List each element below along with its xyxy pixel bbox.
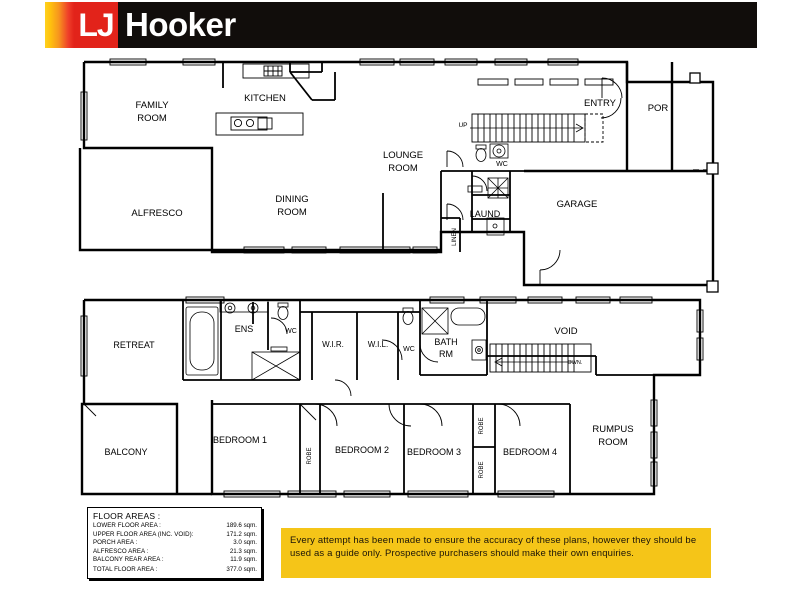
- floor-area-value: 11.9 sqm.: [230, 556, 257, 564]
- room-label-wc-ensuite: WC: [285, 328, 297, 335]
- room-label-entry: ENTRY: [584, 98, 617, 109]
- brand-header-bar: LJ Hooker: [45, 2, 757, 48]
- floor-area-row-total: TOTAL FLOOR AREA : 377.0 sqm.: [93, 566, 257, 575]
- room-label-ensuite: ENS: [235, 324, 254, 334]
- floor-area-row: PORCH AREA : 3.0 sqm.: [93, 539, 257, 548]
- upper-floor-inner-walls: [182, 300, 700, 494]
- upper-staircase: [489, 343, 592, 373]
- floor-area-value: 377.0 sqm.: [226, 566, 257, 574]
- disclaimer-banner: Every attempt has been made to ensure th…: [281, 528, 711, 578]
- room-label-rumpus-room-2: ROOM: [598, 437, 628, 448]
- room-label-family-room-2: ROOM: [137, 113, 167, 124]
- floor-area-label: BALCONY REAR AREA :: [93, 556, 164, 564]
- lower-wc-fixtures: [475, 143, 509, 162]
- room-label-bedroom-1: BEDROOM 1: [213, 435, 267, 445]
- room-label-wir: W.I.R.: [322, 340, 344, 349]
- room-label-balcony: BALCONY: [104, 447, 147, 457]
- room-label-family-room: FAMILY: [135, 100, 169, 111]
- room-label-void: VOID: [554, 326, 577, 337]
- floor-area-value: 171.2 sqm.: [226, 530, 257, 538]
- upper-floor-walls: [80, 298, 702, 496]
- lj-monogram-icon: LJ: [78, 6, 114, 43]
- floor-area-value: 189.6 sqm.: [226, 522, 257, 529]
- brand-wordmark: Hooker: [125, 6, 236, 43]
- floor-area-row: LOWER FLOOR AREA : 189.6 sqm.: [93, 522, 257, 531]
- room-label-rumpus-room: RUMPUS: [592, 424, 633, 435]
- floor-area-value: 21.3 sqm.: [229, 547, 257, 555]
- floor-areas-list: LOWER FLOOR AREA : 189.6 sqm. UPPER FLOO…: [93, 522, 257, 575]
- floor-area-row: BALCONY REAR AREA : 11.9 sqm.: [93, 556, 257, 565]
- room-label-lounge-room: LOUNGE: [383, 150, 423, 161]
- room-label-kitchen: KITCHEN: [244, 93, 286, 104]
- upper-bath-fixtures: [402, 307, 487, 361]
- room-label-robe-2: ROBE: [479, 417, 485, 434]
- lower-floor-doors: [446, 77, 623, 285]
- floor-area-label: ALFRESCO AREA :: [93, 547, 149, 555]
- room-label-bathroom-2: RM: [439, 349, 453, 359]
- stair-direction-down: DWN.: [568, 360, 583, 366]
- room-label-bedroom-4: BEDROOM 4: [503, 447, 557, 457]
- room-label-garage: GARAGE: [557, 199, 598, 210]
- floor-area-label: LOWER FLOOR AREA :: [93, 522, 161, 529]
- stair-direction-up: UP: [458, 122, 467, 129]
- lower-floor-room-labels: FAMILY ROOM KITCHEN LOUNGE ROOM DINING R…: [131, 93, 668, 246]
- upper-floor-room-labels: RETREAT ENS WC W.I.R. W.I.L. WC BATH RM …: [104, 324, 633, 479]
- room-label-porch: POR: [648, 103, 669, 114]
- upper-floor-windows: [80, 296, 704, 498]
- room-label-alfresco: ALFRESCO: [131, 208, 182, 219]
- room-label-wc-lower: WC: [496, 161, 508, 168]
- lower-staircase: [470, 113, 604, 143]
- room-label-dining-room: DINING: [275, 194, 308, 205]
- floor-area-row: UPPER FLOOR AREA (INC. VOID): 171.2 sqm.: [93, 531, 257, 540]
- room-label-laundry: LAUND: [470, 209, 501, 219]
- room-label-bedroom-2: BEDROOM 2: [335, 445, 389, 455]
- floor-areas-panel: FLOOR AREAS : LOWER FLOOR AREA : 189.6 s…: [87, 507, 262, 579]
- room-label-lounge-room-2: ROOM: [388, 163, 418, 174]
- brand-gradient-stripe: [45, 2, 74, 48]
- laundry-fixtures: [467, 177, 509, 236]
- robe-notches: [83, 403, 317, 421]
- floor-area-label: UPPER FLOOR AREA (INC. VOID):: [93, 530, 194, 538]
- room-label-robe-1: ROBE: [307, 447, 313, 464]
- floor-area-label: TOTAL FLOOR AREA :: [93, 566, 158, 574]
- room-label-bathroom: BATH: [434, 337, 457, 347]
- room-label-retreat: RETREAT: [113, 340, 155, 350]
- room-label-linen: LINEN: [452, 228, 458, 246]
- room-label-wc-upper: WC: [403, 346, 415, 353]
- ensuite-fixtures: [185, 299, 301, 381]
- floor-area-label: PORCH AREA :: [93, 539, 138, 547]
- floor-areas-title: FLOOR AREAS :: [93, 511, 161, 521]
- lower-floor-windows: [80, 58, 614, 254]
- room-label-wil: W.I.L.: [368, 340, 388, 349]
- kitchen-fixtures: [215, 63, 310, 136]
- garage-driveway-dashed: [693, 169, 714, 286]
- disclaimer-text: Every attempt has been made to ensure th…: [290, 535, 697, 560]
- room-label-robe-3: ROBE: [479, 461, 485, 478]
- upper-floor-doors: [270, 317, 521, 427]
- brand-red-block: [74, 2, 118, 48]
- floor-area-row: ALFRESCO AREA : 21.3 sqm.: [93, 548, 257, 557]
- lower-floor-walls: [78, 60, 715, 287]
- lower-floor-inner-walls: [222, 62, 524, 252]
- room-label-bedroom-3: BEDROOM 3: [407, 447, 461, 457]
- room-label-dining-room-2: ROOM: [277, 207, 307, 218]
- garage-posts: [689, 72, 719, 293]
- floor-area-value: 3.0 sqm.: [233, 539, 257, 547]
